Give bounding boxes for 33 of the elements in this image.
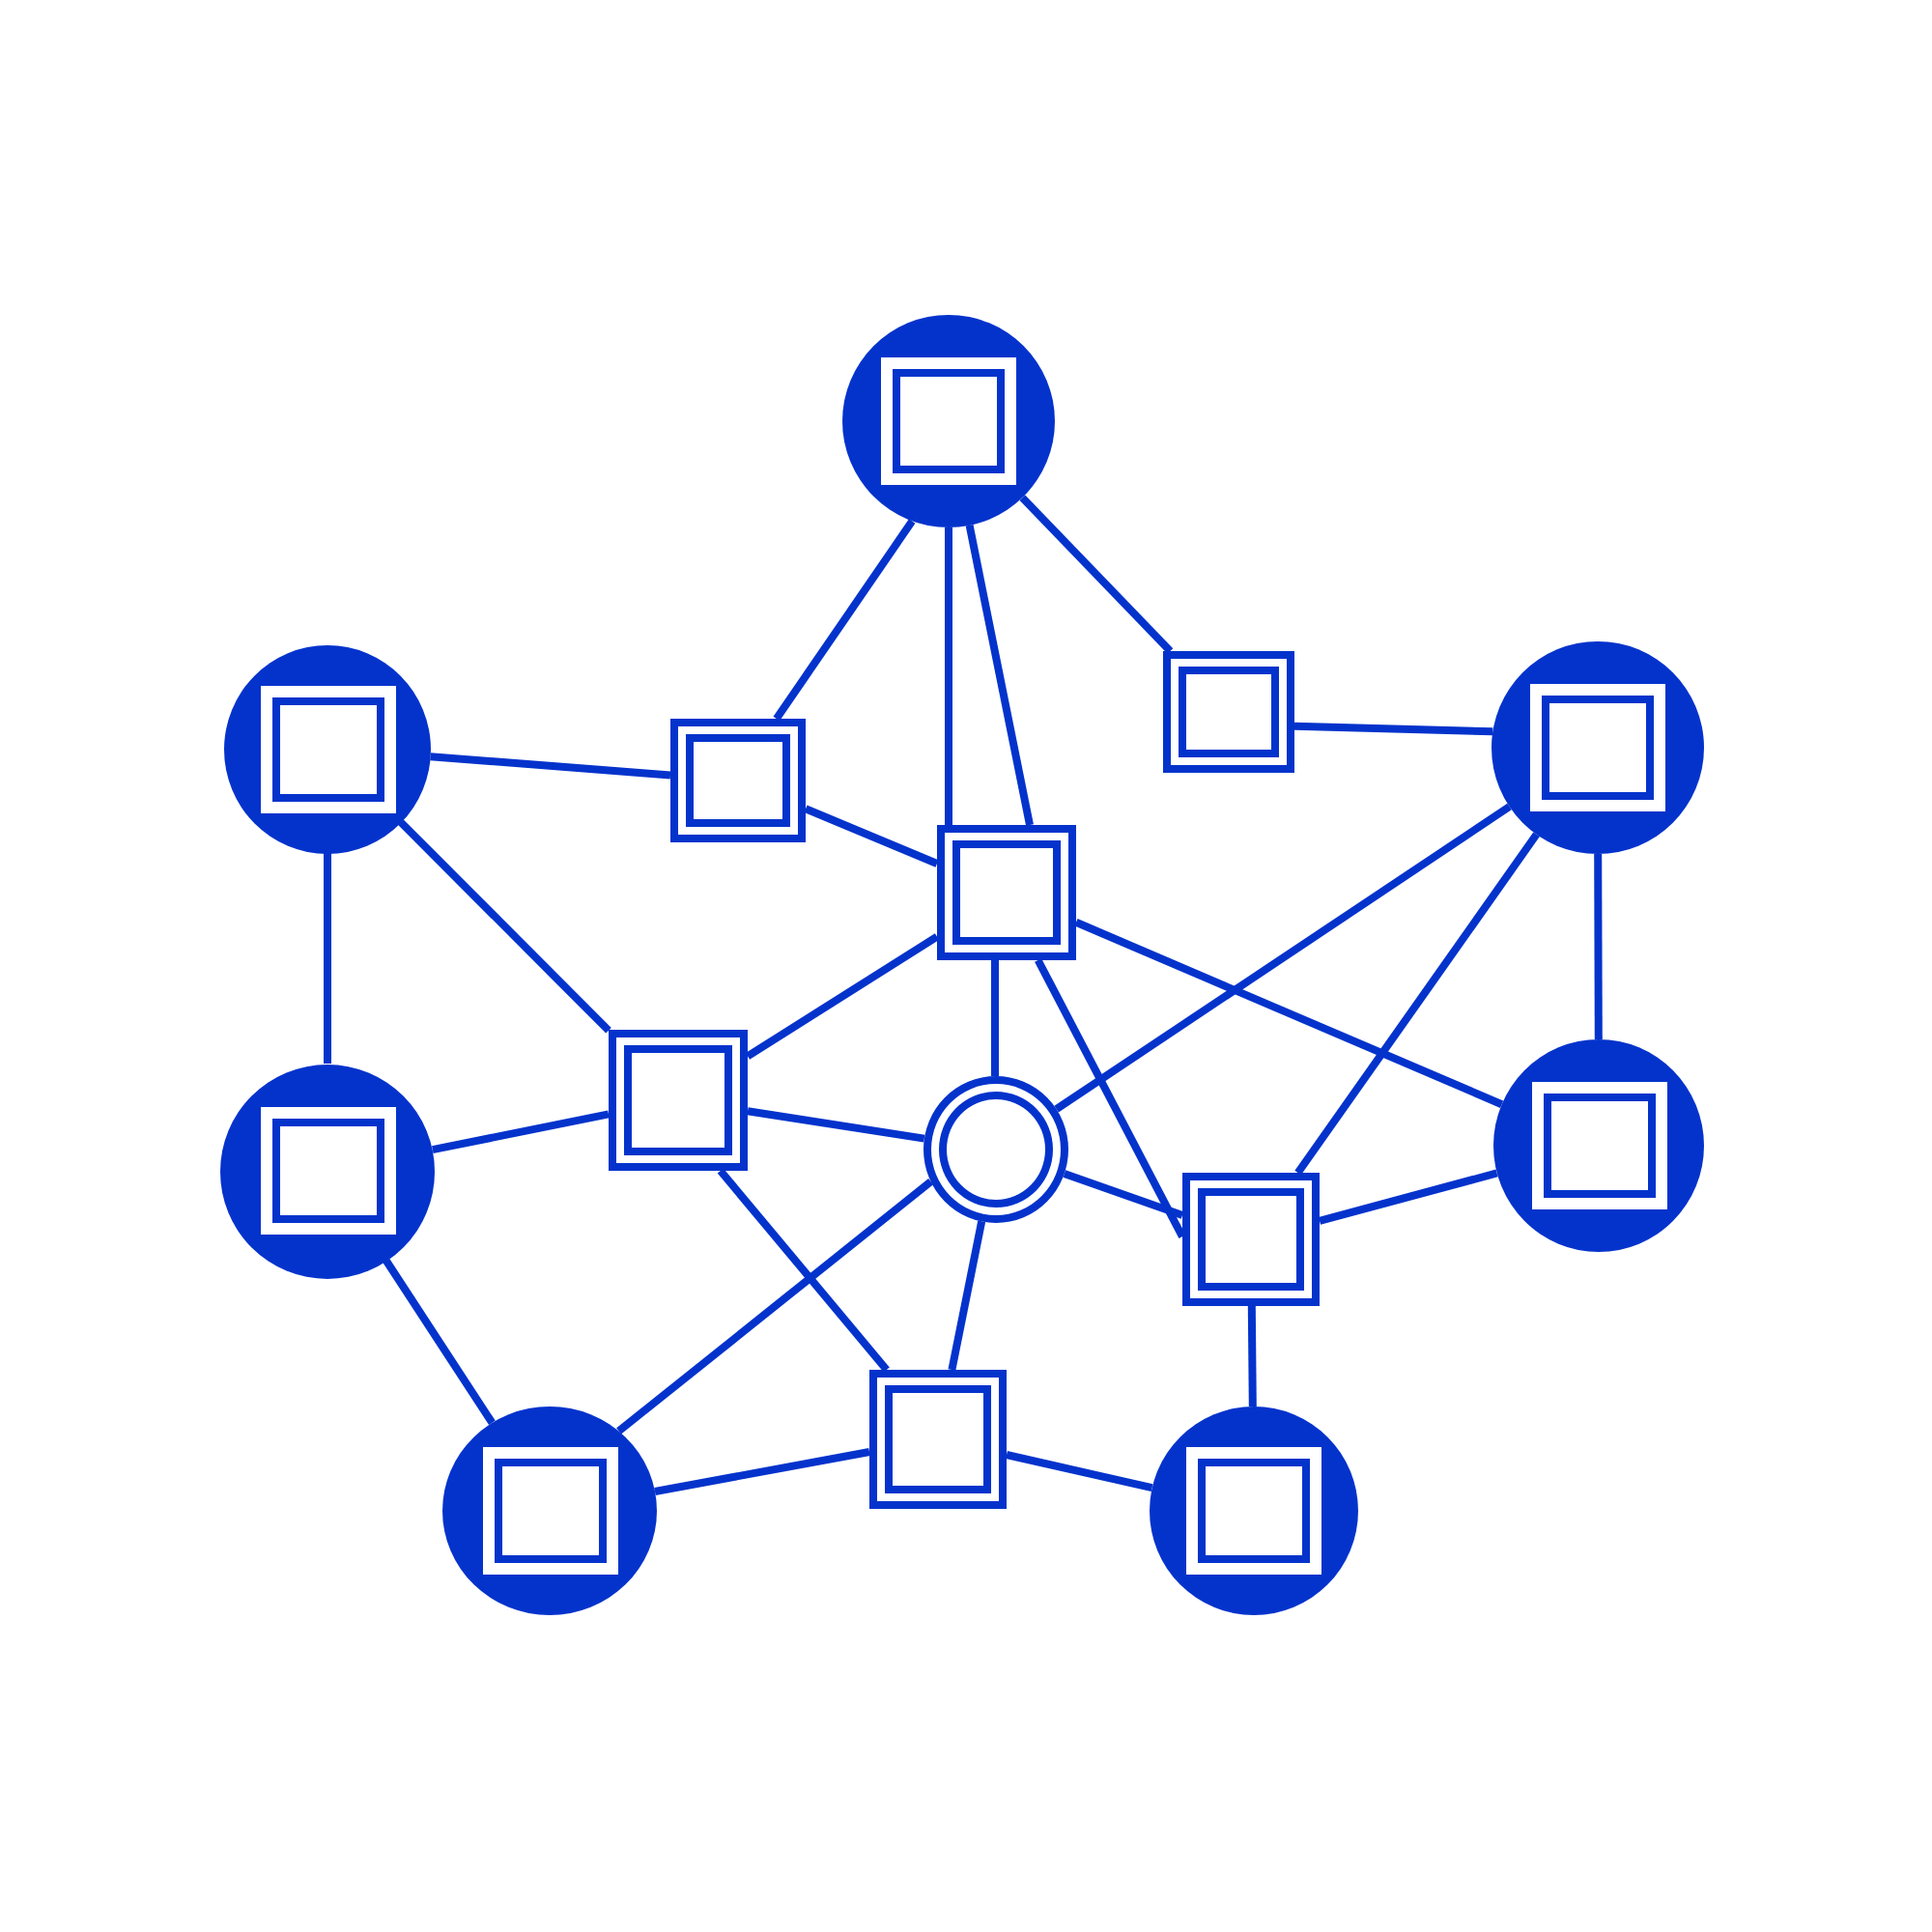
connector-line	[616, 1179, 934, 1435]
connector-line	[430, 753, 671, 780]
connector-line	[948, 1220, 986, 1371]
connector-line	[991, 960, 999, 1076]
connector-line	[654, 1448, 870, 1495]
node-box	[670, 719, 806, 842]
connector-line	[383, 1258, 496, 1425]
connector-line	[1006, 1451, 1153, 1492]
connector-line	[965, 525, 1034, 826]
connector-line	[1247, 1305, 1257, 1407]
node-box	[937, 825, 1076, 960]
connector-line	[1035, 958, 1186, 1239]
node-box	[609, 1030, 748, 1171]
node-box	[869, 1370, 1007, 1509]
connector-line	[1063, 1170, 1184, 1219]
connector-line	[324, 853, 331, 1064]
connector-line	[1019, 495, 1174, 654]
connector-line	[1293, 722, 1493, 736]
connector-line	[1054, 803, 1512, 1113]
connector-line	[945, 527, 952, 825]
connector-line	[804, 805, 939, 867]
connector-line	[1318, 1169, 1498, 1225]
connector-line	[745, 933, 940, 1060]
connector-line	[398, 819, 611, 1034]
connector-line	[1074, 919, 1504, 1108]
connector-line	[1594, 854, 1603, 1039]
connector-line	[773, 519, 916, 722]
node-box	[1182, 1173, 1320, 1306]
connector-line	[1294, 832, 1540, 1176]
node-box	[1163, 651, 1294, 773]
connector-line	[717, 1168, 890, 1373]
connector-line	[432, 1110, 610, 1154]
connector-line	[747, 1107, 925, 1143]
